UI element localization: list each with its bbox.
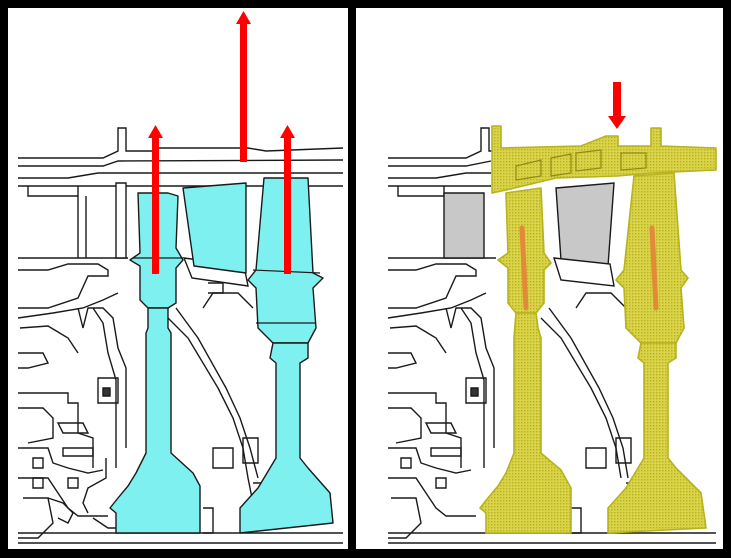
vanes-grey bbox=[443, 182, 615, 267]
inlet-vane bbox=[443, 192, 485, 259]
casing-outline bbox=[17, 127, 344, 544]
rotor-discs-cyan bbox=[109, 177, 334, 534]
vane-platform bbox=[553, 257, 615, 287]
casing-segment bbox=[491, 125, 717, 194]
left-turbine-diagram bbox=[17, 11, 344, 544]
stage1-disc bbox=[479, 312, 572, 534]
arrow-up-icon bbox=[148, 125, 163, 274]
stage1-disc bbox=[109, 307, 201, 534]
arrow-up-icon bbox=[236, 11, 251, 162]
left-panel bbox=[8, 8, 348, 549]
arrows-up bbox=[148, 11, 295, 274]
casing-outline bbox=[387, 127, 716, 544]
casing-slots bbox=[515, 149, 647, 181]
stator-vane bbox=[182, 182, 247, 274]
arrow-down-icon bbox=[608, 82, 626, 129]
arrow-up-icon bbox=[280, 125, 295, 274]
stage2-disc bbox=[239, 342, 334, 534]
blade-streaks bbox=[519, 225, 659, 311]
right-turbine-diagram bbox=[387, 82, 717, 544]
stator-vane bbox=[555, 182, 615, 267]
right-panel bbox=[356, 8, 723, 549]
stage2-disc bbox=[607, 342, 707, 534]
